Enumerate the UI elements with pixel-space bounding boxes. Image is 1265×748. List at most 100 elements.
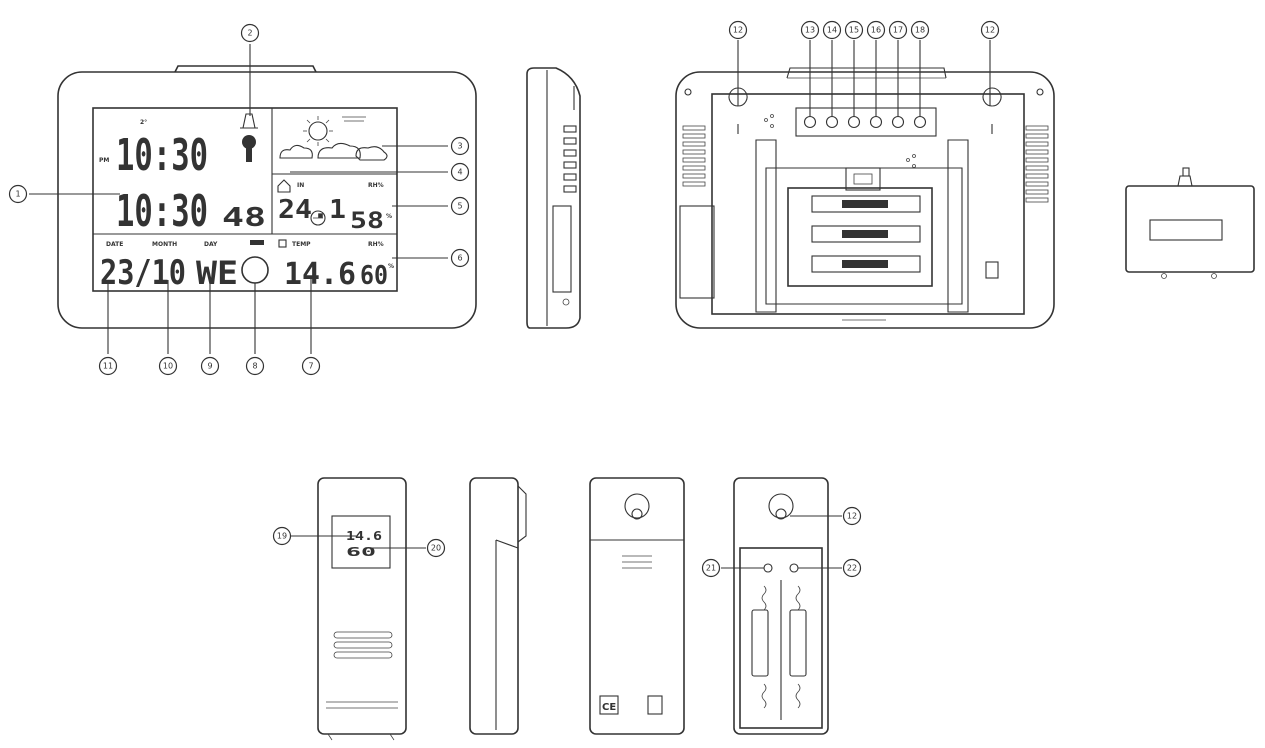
svg-text:9: 9 [207,362,212,371]
rear-buttons [803,115,927,129]
callout-3: 3 [450,136,470,156]
indoor-label: IN [297,182,304,189]
time-digits-top: 10:30 [116,130,208,181]
date-label: DATE [106,241,123,248]
callout-6: 6 [450,248,470,268]
outdoor-temp-label: TEMP [292,241,311,248]
callout-17: 17 [888,20,908,40]
weee-bin-icon [985,261,999,279]
callout-16: 16 [866,20,886,40]
moon-phase-icon [241,256,269,284]
outdoor-percent-sign: % [388,263,394,270]
callout-5: 5 [450,196,470,216]
indoor-percent-sign: % [386,213,392,220]
console-front-view: 2° PM 10:30 10:30 48 [57,65,477,329]
callout-2: 2 [240,23,260,43]
callout-20: 20 [426,538,446,558]
seconds-digits: 48 [222,203,266,233]
callout-12-left: 12 [728,20,748,40]
forecast-text-block [342,116,366,122]
svg-text:18: 18 [915,26,925,35]
weee-bin-icon-sensor [647,695,663,715]
sensor-hum-digits: 60 [346,545,376,559]
sun-icon [303,116,333,146]
callout-18: 18 [910,20,930,40]
svg-text:7: 7 [308,362,313,371]
wall-mount-hole-right [982,87,1002,134]
moon-label-block [250,240,264,245]
svg-text:6: 6 [457,254,462,263]
svg-text:4: 4 [457,168,462,177]
svg-text:20: 20 [431,544,441,553]
svg-text:13: 13 [805,26,815,35]
date-digits: 23/10 [100,253,186,293]
pm-label: PM [99,157,109,164]
indoor-temp-digits: 24.1 [278,195,346,225]
svg-text:8: 8 [252,362,257,371]
adapter-port [845,167,881,191]
svg-text:2: 2 [247,29,252,38]
outdoor-channel-icon [278,239,287,248]
alarm-bell-icon [240,113,258,129]
outdoor-temp-digits: 14.6 [284,257,356,292]
svg-text:12: 12 [985,26,995,35]
sensor-back-open-view [733,477,829,735]
svg-text:10: 10 [163,362,173,371]
callout-1: 1 [8,184,28,204]
sensor-battery-bay [739,547,823,729]
sensor-temp-digits: 14.6 [346,529,382,543]
sensor-front-view: 14.6 60 [317,477,407,741]
callout-21: 21 [701,558,721,578]
indoor-hum-digits: 58 [350,209,384,234]
svg-text:14: 14 [827,26,837,35]
callout-19: 19 [272,526,292,546]
callout-8: 8 [245,356,265,376]
button-panel [795,107,937,137]
leader-lines [29,40,991,569]
svg-text:19: 19 [277,532,287,541]
table-stand-view [1125,167,1255,279]
svg-text:12: 12 [847,512,857,521]
callout-7: 7 [301,356,321,376]
callout-15: 15 [844,20,864,40]
dst-indicator: 2° [140,119,147,126]
console-side-view [526,67,581,329]
indoor-rh-label: RH% [368,182,384,189]
svg-text:22: 22 [847,564,857,573]
callout-13: 13 [800,20,820,40]
svg-text:3: 3 [457,142,462,151]
sensor-back-closed-view: CE [589,477,685,735]
callout-12-right: 12 [980,20,1000,40]
sensor-display [331,515,391,569]
sensor-mount-hole [624,493,650,519]
outdoor-hum-digits: 60 [360,261,388,291]
svg-text:5: 5 [457,202,462,211]
callout-22: 22 [842,558,862,578]
comfort-face-icon [310,210,326,226]
callout-11: 11 [98,356,118,376]
day-of-week-digits: WE [196,254,238,292]
svg-text:16: 16 [871,26,881,35]
time-digits-bottom: 10:30 [116,186,208,237]
cloud-icon [279,142,388,161]
battery-compartment [787,187,933,287]
callout-9: 9 [200,356,220,376]
svg-text:15: 15 [849,26,859,35]
svg-text:21: 21 [706,564,716,573]
svg-text:11: 11 [103,362,113,371]
callout-14: 14 [822,20,842,40]
console-back-view [675,67,1055,329]
svg-text:12: 12 [733,26,743,35]
month-label: MONTH [152,241,177,248]
callout-10: 10 [158,356,178,376]
sensor-side-view [469,477,527,735]
radio-tower-icon [242,135,256,162]
svg-text:CE: CE [602,702,616,713]
ce-mark [599,695,619,715]
day-label: DAY [204,241,218,248]
svg-text:17: 17 [893,26,903,35]
callout-4: 4 [450,162,470,182]
svg-text:1: 1 [15,190,20,199]
indoor-house-icon [277,179,291,193]
